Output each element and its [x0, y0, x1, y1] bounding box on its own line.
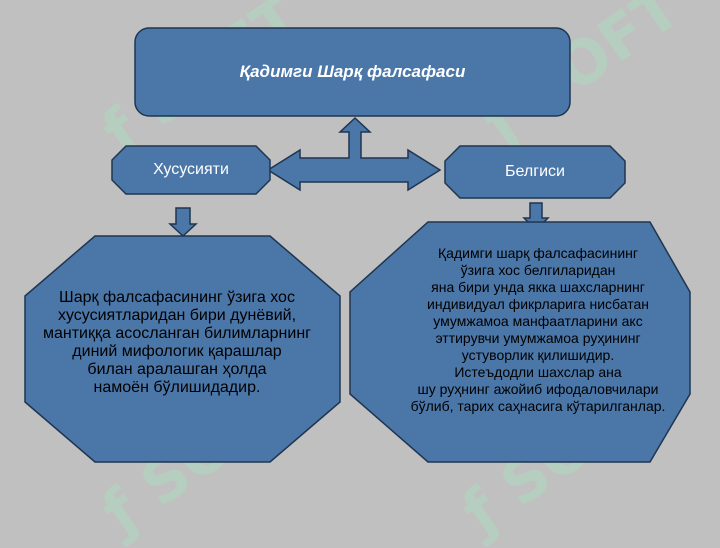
left-content-text: Шарқ фалсафасининг ўзига хос хусусиятлар…: [42, 289, 311, 396]
left-down-arrow: [168, 207, 198, 238]
left-label: Хусусияти: [153, 161, 229, 178]
left-label-box: [111, 145, 271, 195]
right-label-box: [444, 145, 626, 199]
right-content-text: Қадимги шарқ фалсафасининг ўзига хос бел…: [410, 245, 666, 414]
connector-arrow: [266, 116, 442, 192]
right-content-box: [349, 221, 691, 463]
left-content-box: [24, 235, 341, 463]
diagram-title: Қадимги Шарқ фалсафаси: [239, 62, 466, 81]
right-label: Белгиси: [505, 163, 565, 180]
title-box: [134, 27, 571, 117]
